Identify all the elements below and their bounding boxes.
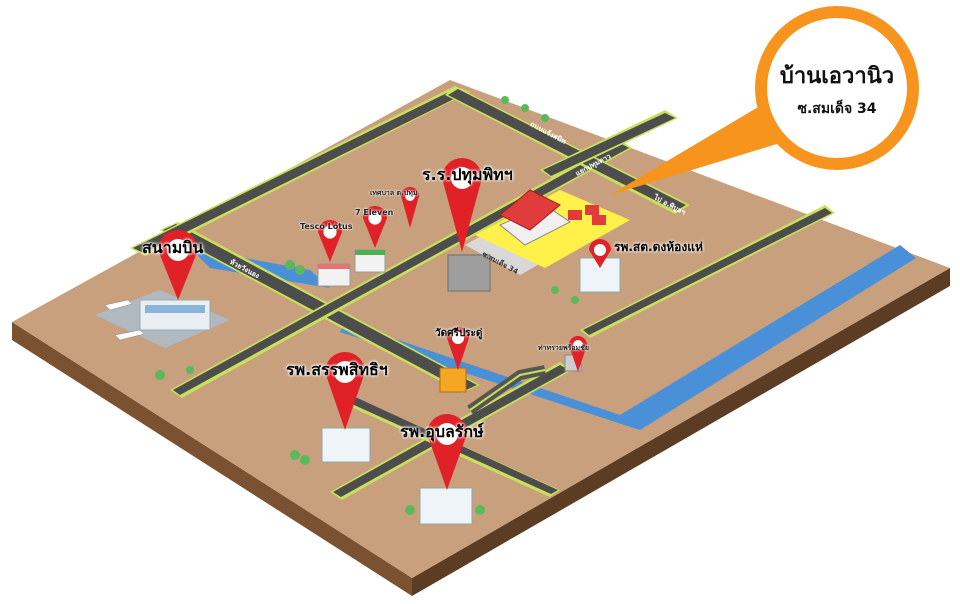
road-top-branch-asphalt xyxy=(543,113,675,176)
label-tesco[interactable]: Tesco Lotus xyxy=(300,222,353,231)
label-pier[interactable]: ท่าทรายพร้อมชัย xyxy=(538,344,589,352)
pin-hospital-ubon-hole xyxy=(436,423,458,445)
trees xyxy=(155,96,579,515)
pin-airport[interactable] xyxy=(158,230,198,300)
pin-municipality[interactable] xyxy=(401,187,419,228)
callout-subtitle: ซ.สมเด็จ 34 xyxy=(797,101,877,117)
callout-leader xyxy=(610,100,790,195)
home-house-roof xyxy=(499,189,561,231)
pin-pier-hole xyxy=(573,340,583,350)
bridge-edge xyxy=(469,369,546,411)
pin-tesco[interactable] xyxy=(318,220,342,262)
callout-title: บ้านเอวานิว xyxy=(779,64,895,89)
airport xyxy=(95,290,230,348)
hospital-ubon-building xyxy=(419,487,473,525)
pin-hospital-ubon[interactable] xyxy=(427,414,467,490)
temple-building xyxy=(439,367,467,393)
pin-hospital-sanpasit-hole xyxy=(334,361,356,383)
pin-hospital-dong[interactable] xyxy=(589,239,611,268)
pin-hospital-sanpasit[interactable] xyxy=(325,352,365,430)
label-airport[interactable]: สนามบิน xyxy=(142,238,204,257)
pin-seven-eleven[interactable] xyxy=(363,206,387,248)
school-building xyxy=(447,254,491,292)
pin-temple[interactable] xyxy=(447,327,469,370)
pin-school[interactable] xyxy=(442,158,482,252)
road-top-right-asphalt xyxy=(448,89,686,211)
pin-airport-hole xyxy=(167,239,189,261)
buildings xyxy=(317,189,621,525)
pin-seven-eleven-hole xyxy=(368,211,382,225)
label-temple[interactable]: วัดศรีประดู่ xyxy=(435,328,483,339)
ground-front-side xyxy=(12,322,412,596)
pin-temple-hole xyxy=(451,331,465,345)
pin-pier[interactable] xyxy=(569,336,587,372)
road-top-left-asphalt xyxy=(133,89,466,253)
label-municipality[interactable]: เทศบาล ต.ปทุม xyxy=(370,189,418,197)
pin-municipality-hole xyxy=(405,191,415,201)
label-hospital-sanpasit[interactable]: รพ.สรรพสิทธิฯ xyxy=(286,360,388,379)
callout-inner xyxy=(767,18,907,158)
label-hospital-dong[interactable]: รพ.สต.ดงห้องแห่ xyxy=(614,240,703,254)
road-right-asphalt xyxy=(583,208,832,335)
pin-tesco-hole xyxy=(323,225,337,239)
ground-right-side xyxy=(412,268,950,596)
hospital-sanpasit-building xyxy=(321,427,371,463)
label-hospital-ubon[interactable]: รพ.อุบลรักษ์ xyxy=(400,422,484,441)
label-seven-eleven[interactable]: 7 Eleven xyxy=(355,208,394,217)
label-school[interactable]: ร.ร.ปทุมพิทฯ xyxy=(422,165,513,184)
pin-hospital-dong-hole xyxy=(593,243,607,257)
pin-school-hole xyxy=(451,167,473,189)
